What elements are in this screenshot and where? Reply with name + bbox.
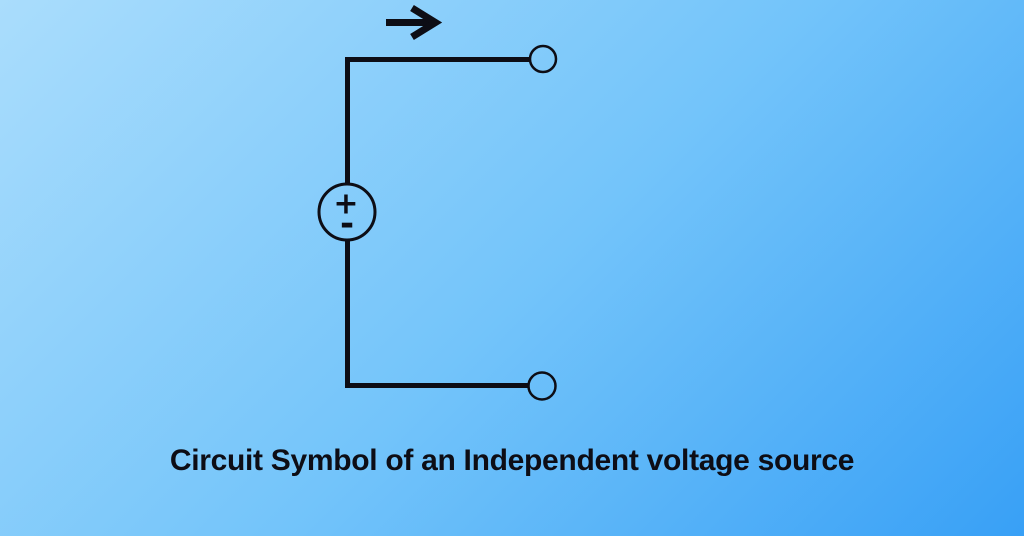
voltage-source-minus-label: - (340, 204, 354, 244)
right-arrow-icon (386, 5, 443, 40)
voltage-source-circle (317, 182, 377, 242)
terminal-top-icon (528, 44, 558, 74)
terminal-bottom-icon (527, 371, 557, 401)
voltage-source-plus-label: + (333, 187, 358, 222)
figure-caption: Circuit Symbol of an Independent voltage… (169, 444, 855, 477)
